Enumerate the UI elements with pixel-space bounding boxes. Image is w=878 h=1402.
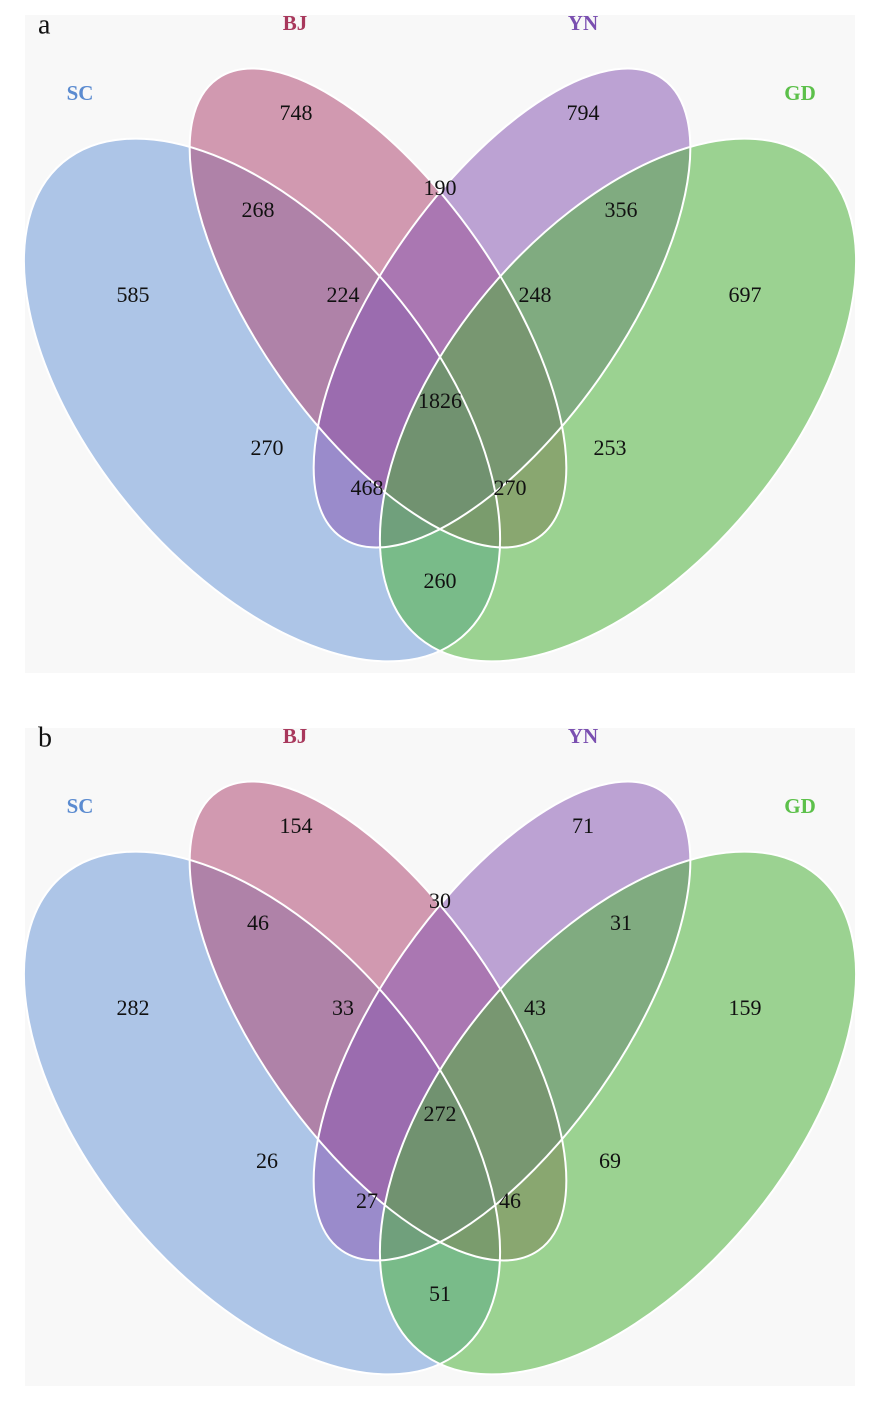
set-outline-gd bbox=[378, 137, 858, 663]
region-count-bj-yn-gd: 43 bbox=[524, 995, 546, 1020]
set-label-sc: SC bbox=[67, 794, 94, 818]
region-count-yn: 794 bbox=[567, 100, 600, 125]
region-count-sc-bj-gd: 270 bbox=[494, 475, 527, 500]
region-count-sc-bj-yn-gd: 272 bbox=[424, 1101, 457, 1126]
region-count-bj-yn: 190 bbox=[424, 175, 457, 200]
region-count-sc-gd: 51 bbox=[429, 1281, 451, 1306]
set-label-bj: BJ bbox=[283, 11, 308, 35]
region-count-bj-yn: 30 bbox=[429, 888, 451, 913]
set-label-yn: YN bbox=[568, 724, 598, 748]
set-outline-sc bbox=[22, 137, 502, 663]
region-count-bj: 154 bbox=[280, 813, 313, 838]
region-count-bj-gd: 69 bbox=[599, 1148, 621, 1173]
region-count-yn-gd: 31 bbox=[610, 910, 632, 935]
region-count-sc-bj-yn-gd: 1826 bbox=[418, 388, 462, 413]
set-outline-bj bbox=[188, 780, 568, 1262]
set-label-gd: GD bbox=[784, 81, 816, 105]
region-count-sc-yn: 270 bbox=[251, 435, 284, 460]
region-count-sc-bj: 268 bbox=[242, 197, 275, 222]
region-count-sc-yn-gd: 468 bbox=[351, 475, 384, 500]
region-count-gd: 697 bbox=[729, 282, 762, 307]
region-count-sc-yn: 26 bbox=[256, 1148, 278, 1173]
region-count-sc: 585 bbox=[117, 282, 150, 307]
region-count-gd: 159 bbox=[729, 995, 762, 1020]
region-count-sc-bj: 46 bbox=[247, 910, 269, 935]
region-count-yn-gd: 356 bbox=[605, 197, 638, 222]
set-outline-sc bbox=[22, 850, 502, 1376]
venn-panel-b: bSC BJ YN GD 282 154 71 159 46 30 31 33 43 272 26 69 27 4… bbox=[22, 722, 858, 1386]
region-count-sc-bj-yn: 33 bbox=[332, 995, 354, 1020]
set-outline-yn bbox=[312, 67, 692, 549]
set-outline-bj bbox=[188, 67, 568, 549]
set-outline-gd bbox=[378, 850, 858, 1376]
set-label-yn: YN bbox=[568, 11, 598, 35]
region-count-bj-gd: 253 bbox=[594, 435, 627, 460]
region-count-bj-yn-gd: 248 bbox=[519, 282, 552, 307]
set-label-bj: BJ bbox=[283, 724, 308, 748]
set-label-gd: GD bbox=[784, 794, 816, 818]
region-count-sc-bj-gd: 46 bbox=[499, 1188, 521, 1213]
region-count-sc: 282 bbox=[117, 995, 150, 1020]
region-count-sc-bj-yn: 224 bbox=[327, 282, 360, 307]
set-label-sc: SC bbox=[67, 81, 94, 105]
region-count-bj: 748 bbox=[280, 100, 313, 125]
region-count-sc-gd: 260 bbox=[424, 568, 457, 593]
region-count-yn: 71 bbox=[572, 813, 594, 838]
set-outline-yn bbox=[312, 780, 692, 1262]
panel-letter: a bbox=[38, 9, 51, 40]
panel-letter: b bbox=[38, 722, 52, 753]
venn-panel-a: aSC BJ YN GD 585 748 794 697 268 190 356 224 248 1826… bbox=[22, 9, 858, 673]
region-count-sc-yn-gd: 27 bbox=[356, 1188, 378, 1213]
